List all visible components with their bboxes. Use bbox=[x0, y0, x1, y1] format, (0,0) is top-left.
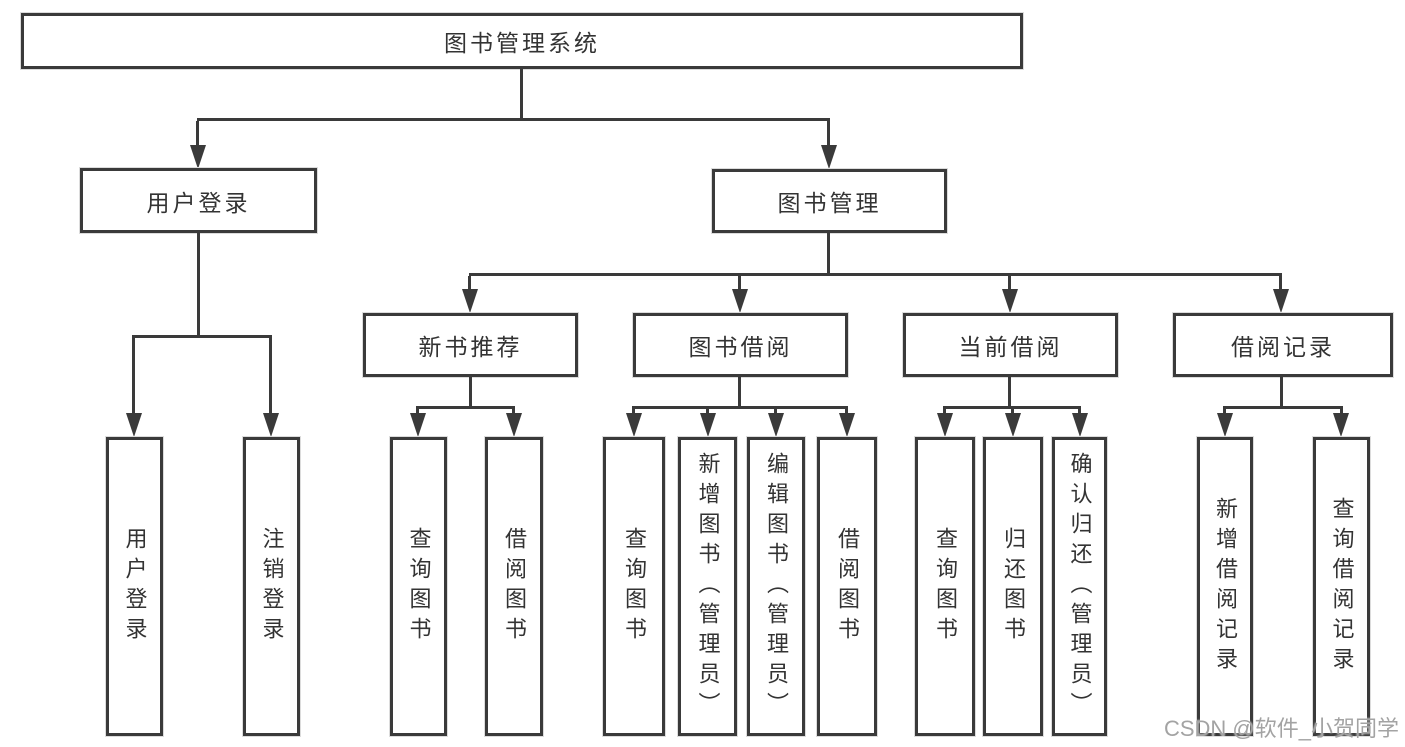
connector-new-book-stem bbox=[469, 377, 472, 408]
node-label: 图书管理系统 bbox=[444, 30, 600, 56]
connector-new-book-rail bbox=[416, 406, 515, 409]
arrowhead-leaf bbox=[506, 413, 522, 437]
connector-book-borrow-stem bbox=[738, 377, 741, 408]
arrowhead-logout-leaf bbox=[263, 413, 279, 437]
node-user-login: 用户登录 bbox=[80, 168, 317, 233]
arrowhead-book-borrow bbox=[732, 289, 748, 313]
connector-drop-leaf bbox=[774, 406, 777, 416]
connector-drop-leaf bbox=[1078, 406, 1081, 416]
leaf-label: 新增图书（管理员） bbox=[695, 451, 721, 722]
leaf-return-book: 归还图书 bbox=[983, 437, 1043, 736]
node-current-borrowing: 当前借阅 bbox=[903, 313, 1118, 377]
connector-drop-user-login bbox=[196, 121, 199, 147]
connector-borrow-record-rail bbox=[1223, 406, 1342, 409]
connector-drop-leaf bbox=[706, 406, 709, 416]
connector-drop-new-book bbox=[468, 276, 471, 292]
leaf-label: 确认归还（管理员） bbox=[1067, 451, 1093, 722]
leaf-label: 用户登录 bbox=[122, 526, 148, 647]
arrowhead-leaf bbox=[700, 413, 716, 437]
arrowhead-new-book bbox=[462, 289, 478, 313]
connector-drop-leaf bbox=[1340, 406, 1343, 416]
arrowhead-book-management bbox=[821, 145, 837, 169]
arrowhead-leaf bbox=[839, 413, 855, 437]
arrowhead-leaf bbox=[1005, 413, 1021, 437]
connector-drop-leaf bbox=[632, 406, 635, 416]
node-label: 图书管理 bbox=[777, 190, 882, 216]
leaf-borrow-book-recommend: 借阅图书 bbox=[485, 437, 543, 736]
leaf-label: 注销登录 bbox=[259, 526, 285, 647]
connector-drop-logout-leaf bbox=[269, 335, 272, 415]
leaf-confirm-return-admin: 确认归还（管理员） bbox=[1052, 437, 1107, 736]
connector-drop-leaf bbox=[1011, 406, 1014, 416]
leaf-add-borrow-record: 新增借阅记录 bbox=[1197, 437, 1253, 736]
connector-borrow-record-stem bbox=[1280, 377, 1283, 408]
connector-book-mgmt-rail bbox=[469, 273, 1282, 276]
leaf-add-book-admin: 新增图书（管理员） bbox=[678, 437, 737, 736]
arrowhead-current-borrow bbox=[1002, 289, 1018, 313]
connector-current-borrow-stem bbox=[1008, 377, 1011, 408]
node-label: 新书推荐 bbox=[418, 334, 523, 360]
connector-book-mgmt-stem bbox=[827, 233, 830, 273]
connector-drop-book-borrow bbox=[738, 276, 741, 292]
connector-book-borrow-rail bbox=[632, 406, 848, 409]
leaf-label: 编辑图书（管理员） bbox=[764, 451, 789, 722]
node-book-management: 图书管理 bbox=[712, 169, 947, 233]
node-new-book-recommend: 新书推荐 bbox=[363, 313, 578, 377]
leaf-label: 查询借阅记录 bbox=[1329, 496, 1355, 677]
leaf-query-book-borrowing: 查询图书 bbox=[603, 437, 665, 736]
node-label: 图书借阅 bbox=[688, 334, 793, 360]
connector-drop-borrow-record bbox=[1279, 276, 1282, 292]
node-label: 当前借阅 bbox=[958, 334, 1063, 360]
arrowhead-leaf bbox=[1333, 413, 1349, 437]
node-library-management-system: 图书管理系统 bbox=[21, 13, 1023, 69]
connector-drop-leaf bbox=[512, 406, 515, 416]
leaf-label: 借阅图书 bbox=[835, 526, 860, 647]
leaf-label: 归还图书 bbox=[1001, 526, 1026, 647]
arrowhead-leaf bbox=[626, 413, 642, 437]
arrowhead-leaf bbox=[768, 413, 784, 437]
connector-drop-leaf bbox=[1223, 406, 1226, 416]
leaf-label: 新增借阅记录 bbox=[1213, 496, 1238, 677]
connector-root-stem bbox=[520, 69, 523, 121]
connector-drop-leaf bbox=[416, 406, 419, 416]
leaf-logout: 注销登录 bbox=[243, 437, 300, 736]
connector-user-login-rail bbox=[133, 335, 272, 338]
node-label: 用户登录 bbox=[146, 189, 251, 216]
connector-drop-leaf bbox=[943, 406, 946, 416]
connector-root-rail bbox=[197, 118, 830, 121]
arrowhead-borrow-record bbox=[1273, 289, 1289, 313]
leaf-query-borrow-record: 查询借阅记录 bbox=[1313, 437, 1370, 736]
leaf-label: 查询图书 bbox=[406, 526, 432, 647]
leaf-label: 查询图书 bbox=[622, 526, 647, 647]
node-label: 借阅记录 bbox=[1231, 334, 1335, 360]
connector-drop-book-management bbox=[827, 121, 830, 147]
arrowhead-leaf bbox=[1072, 413, 1088, 437]
leaf-query-book-current: 查询图书 bbox=[915, 437, 975, 736]
leaf-user-login: 用户登录 bbox=[106, 437, 163, 736]
node-book-borrowing: 图书借阅 bbox=[633, 313, 848, 377]
arrowhead-leaf bbox=[1217, 413, 1233, 437]
leaf-borrow-book: 借阅图书 bbox=[817, 437, 877, 736]
arrowhead-login-leaf bbox=[126, 413, 142, 437]
arrowhead-user-login bbox=[190, 145, 206, 169]
csdn-watermark: CSDN @软件_小贺同学 bbox=[1163, 716, 1399, 741]
connector-drop-leaf bbox=[845, 406, 848, 416]
node-borrowing-records: 借阅记录 bbox=[1173, 313, 1393, 377]
connector-drop-current-borrow bbox=[1008, 276, 1011, 292]
leaf-label: 借阅图书 bbox=[502, 526, 527, 647]
leaf-edit-book-admin: 编辑图书（管理员） bbox=[747, 437, 805, 736]
arrowhead-leaf bbox=[410, 413, 426, 437]
arrowhead-leaf bbox=[937, 413, 953, 437]
connector-drop-login-leaf bbox=[132, 335, 135, 415]
leaf-query-book-recommend: 查询图书 bbox=[390, 437, 447, 736]
leaf-label: 查询图书 bbox=[933, 526, 958, 647]
connector-user-login-stem bbox=[197, 233, 200, 335]
